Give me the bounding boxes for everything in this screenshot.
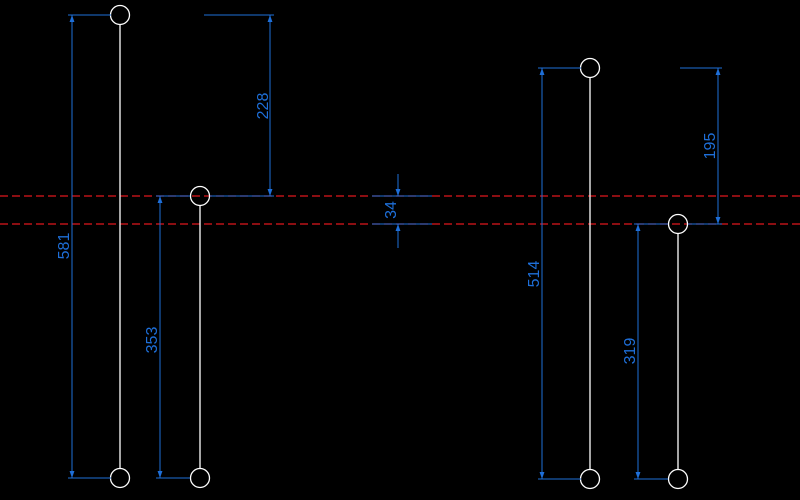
dimension-195-label: 195 [702,133,719,160]
dimension-581-label: 581 [56,233,73,260]
node-right-short-bottom [667,468,689,490]
node-right-tall-bottom [579,468,601,490]
dimension-228: 228 [204,14,274,197]
node-right-short-top [667,213,689,235]
node-left-short-bottom [189,467,211,489]
dimension-353-label: 353 [144,327,161,354]
dimension-581: 581 [56,14,111,479]
dimension-514-label: 514 [526,261,543,288]
dimension-34-label: 34 [383,201,400,219]
dimension-34: 34 [372,174,432,248]
dimension-228-label: 228 [255,93,272,120]
dimension-319-label: 319 [622,338,639,365]
node-right-tall-top [579,57,601,79]
node-left-tall-top [109,4,131,26]
node-left-short-top [189,185,211,207]
dimension-195: 195 [680,67,722,225]
node-left-tall-bottom [109,467,131,489]
dimension-319: 319 [622,223,668,480]
dimension-514: 514 [526,67,581,480]
dimension-353: 353 [144,195,190,479]
